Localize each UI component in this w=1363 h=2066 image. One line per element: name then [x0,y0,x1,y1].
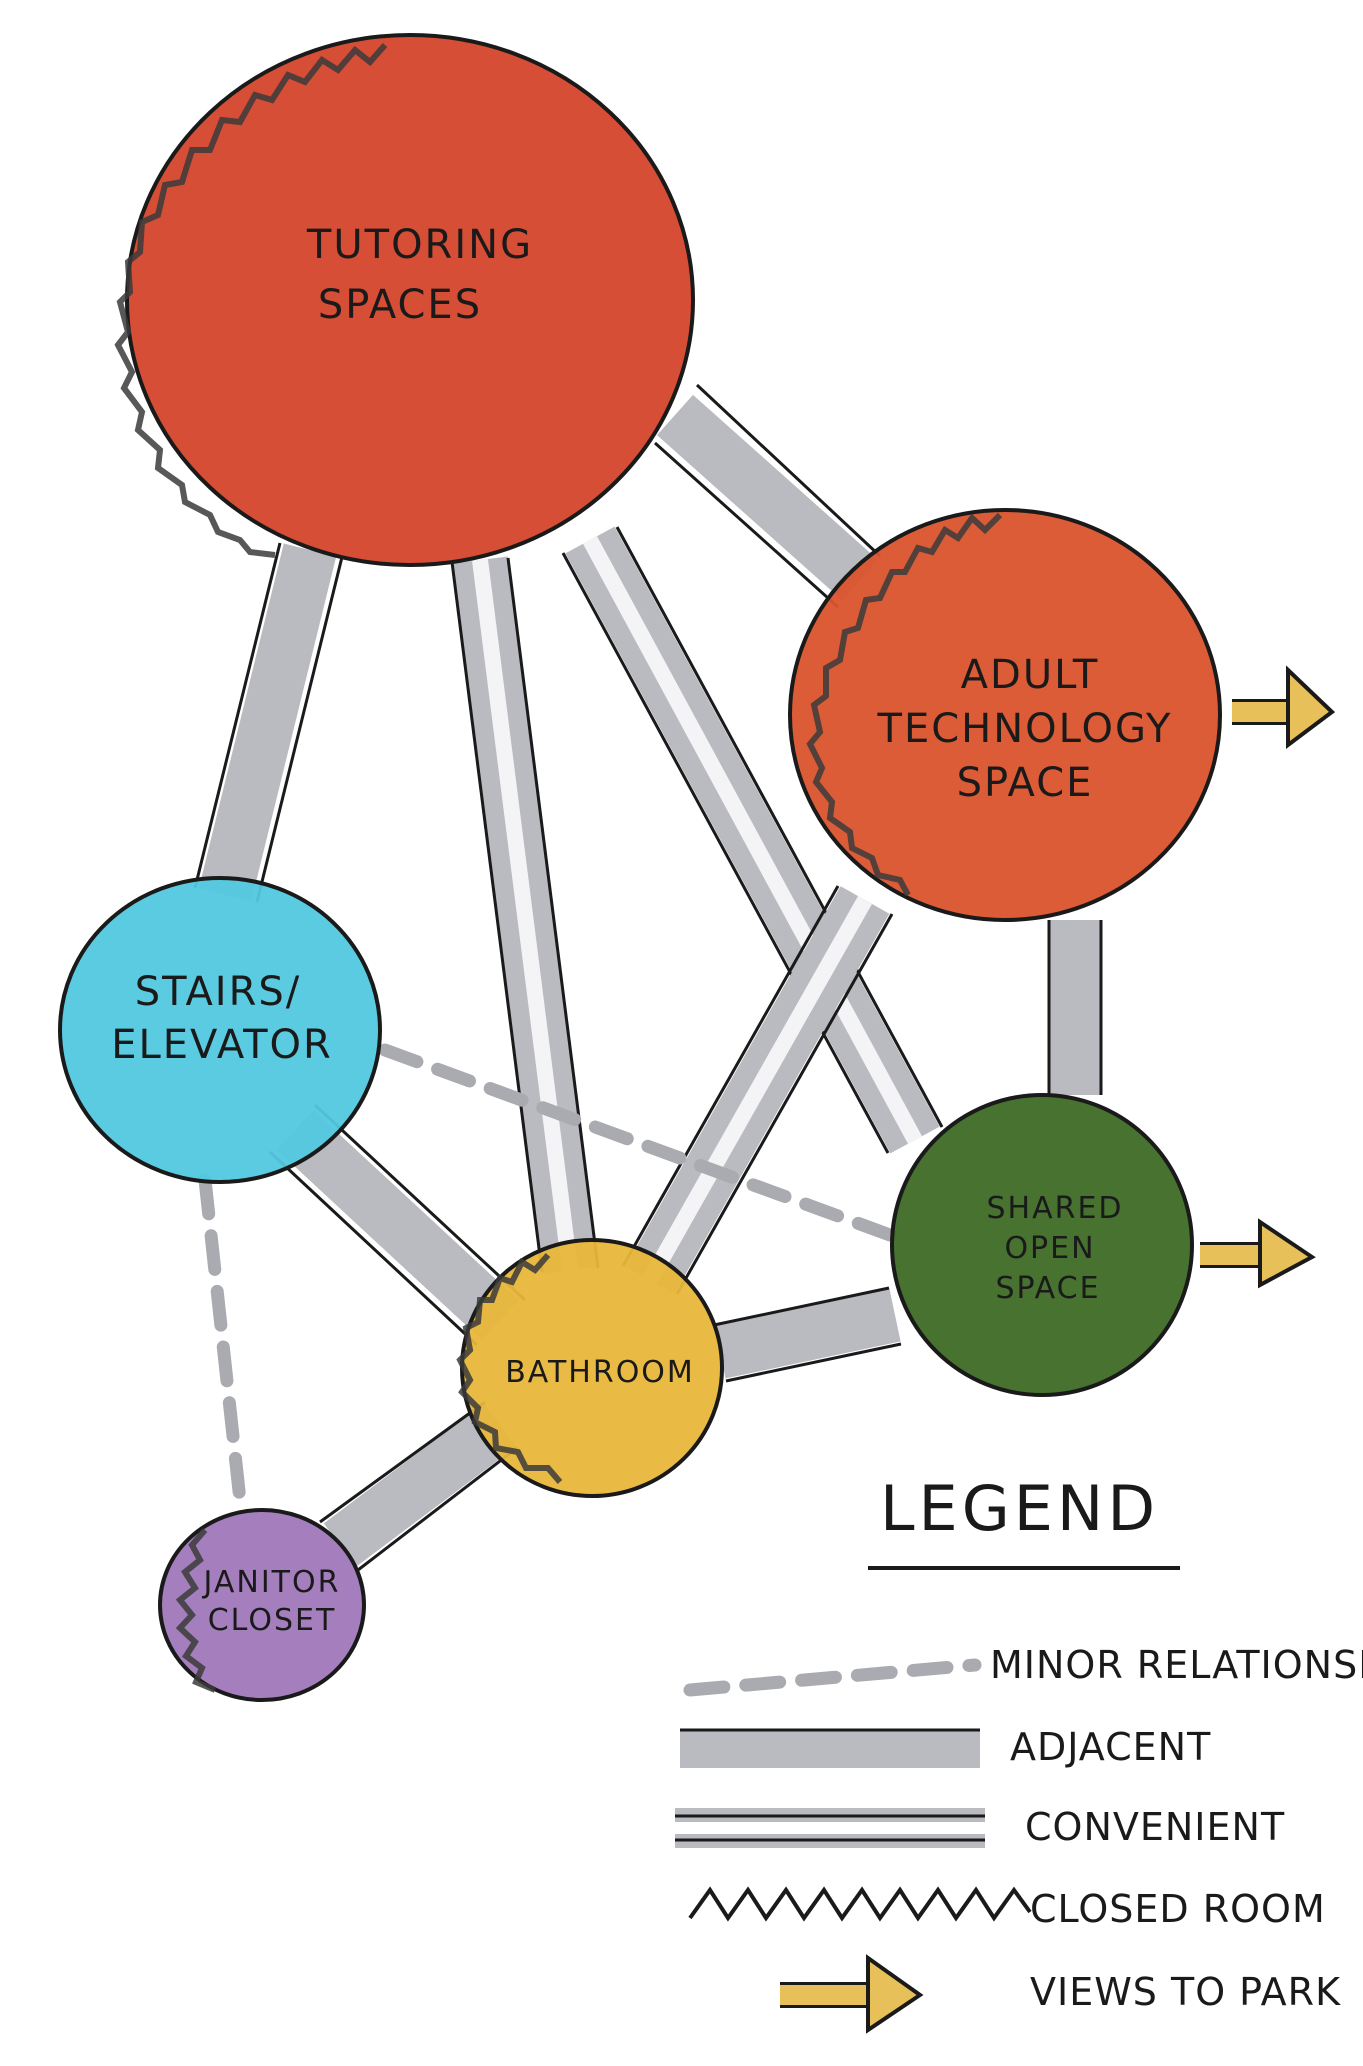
legend-adjacent-label: ADJACENT [1010,1725,1211,1769]
minor-connector-stairs-janitor [198,1173,247,1507]
node-label-line: SPACE [995,1271,1100,1306]
minor-connector-stairs-shared [378,1043,897,1242]
convenient-connector-tutoring-bathroom [450,556,600,1274]
legend-arrow-swatch [780,1954,924,2034]
nodes: TUTORING SPACES ADULT TECHNOLOGY SPACE S… [58,33,1336,1702]
node-bathroom[interactable]: BATHROOM [456,1238,724,1498]
node-tutoring-spaces[interactable]: TUTORING SPACES [114,33,695,567]
node-label-line: CLOSET [208,1603,337,1638]
legend-adjacent-swatch [680,1728,980,1768]
node-label-line: JANITOR [202,1565,341,1600]
node-label-line: BATHROOM [505,1355,695,1390]
legend-convenient-label: CONVENIENT [1025,1805,1285,1849]
legend-closed-room-label: CLOSED ROOM [1030,1887,1326,1931]
closed-room-zigzag [175,1528,217,1693]
view-to-park-arrow-adult-tech [1232,665,1336,749]
convenient-connector-adult-bathroom [621,885,894,1295]
adjacent-connector-bathroom-janitor [319,1400,518,1572]
node-label-line: SPACE [957,760,1094,806]
closed-room-zigzag [114,43,388,558]
node-label-line: SPACES [318,282,482,328]
adjacent-connector-bathroom-shared [713,1286,902,1383]
node-label-line: STAIRS/ [135,969,302,1015]
node-label-line: SHARED [986,1191,1123,1226]
node-janitor-closet[interactable]: JANITOR CLOSET [158,1508,366,1702]
adjacent-connector-tutoring-adult-tech [653,383,882,609]
node-label-line: ADULT [961,652,1100,698]
node-adult-technology-space[interactable]: ADULT TECHNOLOGY SPACE [788,508,1222,922]
closed-room-zigzag [456,1253,563,1484]
closed-room-zigzag [806,512,1003,897]
legend-views-label: VIEWS TO PARK [1030,1970,1341,2014]
legend-title: LEGEND [880,1472,1159,1545]
node-shared-open-space[interactable]: SHARED OPEN SPACE [890,1093,1194,1397]
node-stairs-elevator[interactable]: STAIRS/ ELEVATOR [58,876,382,1184]
adjacent-connector-tutoring-stairs [193,542,344,903]
connectors [193,383,1103,1572]
convenient-connector-tutoring-shared [561,526,944,1154]
node-label-line: TUTORING [306,222,533,268]
node-label-line: TECHNOLOGY [877,706,1173,752]
view-to-park-arrow-shared [1200,1218,1316,1289]
node-label-line: OPEN [1004,1231,1095,1266]
adjacent-connector-adult-shared [1047,920,1103,1095]
legend-minor-swatch [683,1658,982,1697]
legend-convenient-swatch [675,1808,985,1848]
adjacent-connector-stairs-bathroom [268,1103,527,1347]
legend-closed-room-swatch [688,1886,1032,1922]
node-label-line: ELEVATOR [111,1022,333,1068]
legend: LEGEND MINOR RELATIONSHIP ADJACENT CONVE… [675,1472,1363,2034]
legend-minor-label: MINOR RELATIONSHIP [990,1643,1363,1687]
